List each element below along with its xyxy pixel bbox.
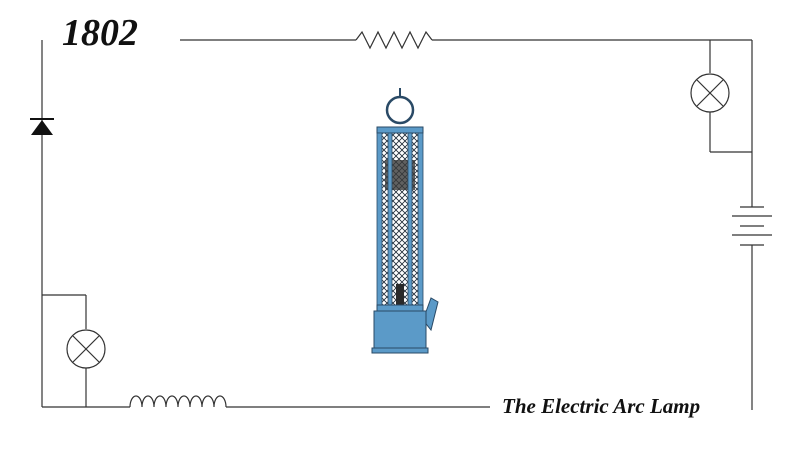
- lamp-bulb-bottom-left: [42, 294, 106, 407]
- diode-symbol: [30, 118, 54, 135]
- battery-symbol: [732, 206, 772, 246]
- arc-lamp-illustration: [371, 88, 439, 354]
- inductor-coil: [129, 395, 227, 408]
- diagram-caption: The Electric Arc Lamp: [502, 394, 701, 418]
- year-label: 1802: [62, 12, 138, 54]
- resistor-symbol: [355, 30, 433, 50]
- lamp-bulb-top-right: [690, 40, 752, 153]
